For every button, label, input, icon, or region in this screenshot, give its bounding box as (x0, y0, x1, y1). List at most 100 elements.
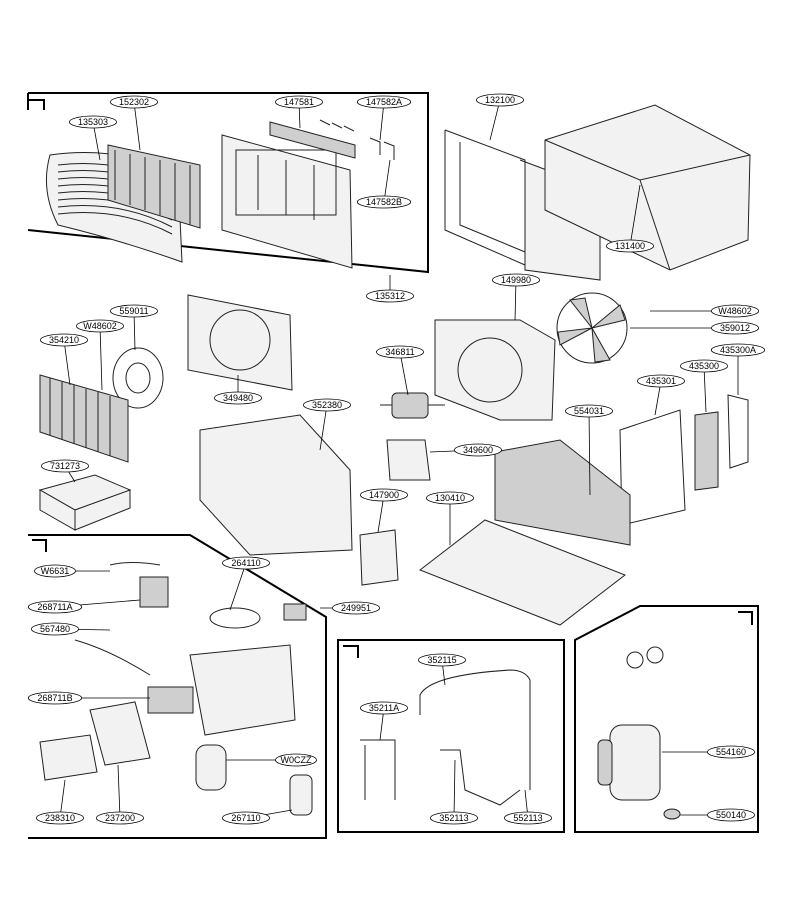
callout-oval (96, 811, 145, 825)
callout-oval (453, 443, 502, 457)
callout-147582A: 147582A (356, 95, 412, 141)
callout-label: 267110 (231, 813, 260, 823)
callout-W6631: W6631 (34, 564, 110, 578)
scroll-housing-part (187, 294, 293, 391)
callout-label: W48602 (718, 306, 752, 316)
callout-leader-line (383, 159, 391, 203)
callout-leader-line (399, 351, 409, 396)
callout-label: 147582B (366, 197, 402, 207)
callout-268711A: 268711A (27, 599, 141, 614)
callout-oval (302, 398, 351, 412)
callout-oval (503, 811, 552, 825)
callout-oval (34, 564, 76, 578)
callout-label: 264110 (231, 558, 260, 568)
callout-oval (110, 95, 159, 109)
callout-leader-line (453, 759, 456, 819)
callout-567480: 567480 (30, 622, 111, 636)
group-control-boundary (28, 534, 327, 839)
callout-oval (274, 95, 323, 109)
callout-label: 731273 (50, 461, 80, 471)
callout-label: 352115 (427, 655, 456, 665)
condenser-part (494, 439, 631, 546)
callout-label: 435300A (720, 345, 756, 355)
callout-oval (359, 488, 408, 502)
callout-leader-line (133, 310, 136, 351)
callout-130410: 130410 (425, 491, 474, 545)
callout-oval (221, 556, 270, 570)
callout-oval (491, 273, 540, 287)
callout-leader-line (229, 562, 247, 611)
callout-leader-line (703, 365, 707, 413)
pcb-part (139, 576, 194, 714)
callout-label: 149980 (501, 275, 531, 285)
callout-label: 550140 (716, 810, 746, 820)
callout-135312: 135312 (365, 275, 414, 303)
callout-leader-line (133, 101, 141, 151)
callout-oval (475, 93, 524, 107)
callout-oval (707, 808, 756, 822)
callout-label: 268711B (37, 693, 72, 703)
callout-label: 554160 (716, 747, 746, 757)
outer-cabinet-part (544, 104, 751, 271)
louver-part (269, 119, 356, 159)
callout-label: 35211A (369, 703, 399, 713)
callout-oval (711, 321, 760, 335)
callout-147582B: 147582B (356, 159, 412, 209)
callout-346811: 346811 (375, 345, 424, 396)
evaporator-part (39, 374, 129, 463)
callout-oval (69, 115, 118, 129)
callout-oval (565, 404, 614, 418)
callout-W0CZZ: W0CZZ (226, 753, 317, 767)
callout-oval (213, 391, 262, 405)
callout-oval (41, 459, 90, 473)
front-frame-part (221, 134, 353, 269)
callout-label: 147581 (284, 97, 314, 107)
callout-oval (710, 343, 766, 357)
blower-wheel-part (112, 347, 164, 409)
callout-W48602: W48602 (76, 319, 125, 391)
callout-oval (30, 622, 80, 636)
callout-264110: 264110 (221, 556, 270, 611)
callout-label: 147900 (369, 490, 399, 500)
fan-shroud-part (434, 319, 556, 421)
callout-oval (221, 811, 270, 825)
callout-554031: 554031 (565, 404, 614, 496)
callout-W48602: W48602 (650, 304, 760, 318)
callout-249951: 249951 (320, 601, 380, 615)
callout-leader-line (514, 279, 517, 321)
motor-bracket-part (386, 439, 431, 481)
callout-131400: 131400 (606, 184, 655, 253)
callout-label: 130410 (435, 493, 465, 503)
callout-oval (425, 491, 474, 505)
callout-552113: 552113 (503, 789, 552, 825)
callout-oval (680, 359, 729, 373)
capacitor-part (195, 744, 227, 791)
group-refrigerant-boundary (337, 639, 565, 833)
callout-label: 346811 (385, 347, 414, 357)
callout-oval (365, 289, 414, 303)
callout-354210: 354210 (40, 333, 89, 386)
callout-label: 349480 (223, 393, 253, 403)
callout-label: 135312 (375, 291, 405, 301)
callout-label: 359012 (720, 323, 750, 333)
callout-label: 552113 (513, 813, 542, 823)
louver-link-part (369, 137, 395, 160)
callout-label: 352113 (439, 813, 468, 823)
callout-268711B: 268711B (27, 691, 150, 705)
callout-label: 249951 (341, 603, 371, 613)
callout-leader-line (588, 410, 591, 496)
callout-550140: 550140 (680, 808, 756, 822)
callout-731273: 731273 (41, 459, 90, 483)
callout-149980: 149980 (491, 273, 540, 321)
callout-label: 554031 (574, 406, 604, 416)
inner-base-part (199, 414, 353, 556)
callout-label: 268711A (37, 602, 72, 612)
callout-352380: 352380 (302, 398, 351, 451)
callout-oval (27, 600, 83, 614)
callout-label: 152302 (119, 97, 149, 107)
callout-leader-line (319, 404, 328, 451)
callout-oval (356, 195, 412, 209)
fan-motor-part (380, 392, 445, 419)
